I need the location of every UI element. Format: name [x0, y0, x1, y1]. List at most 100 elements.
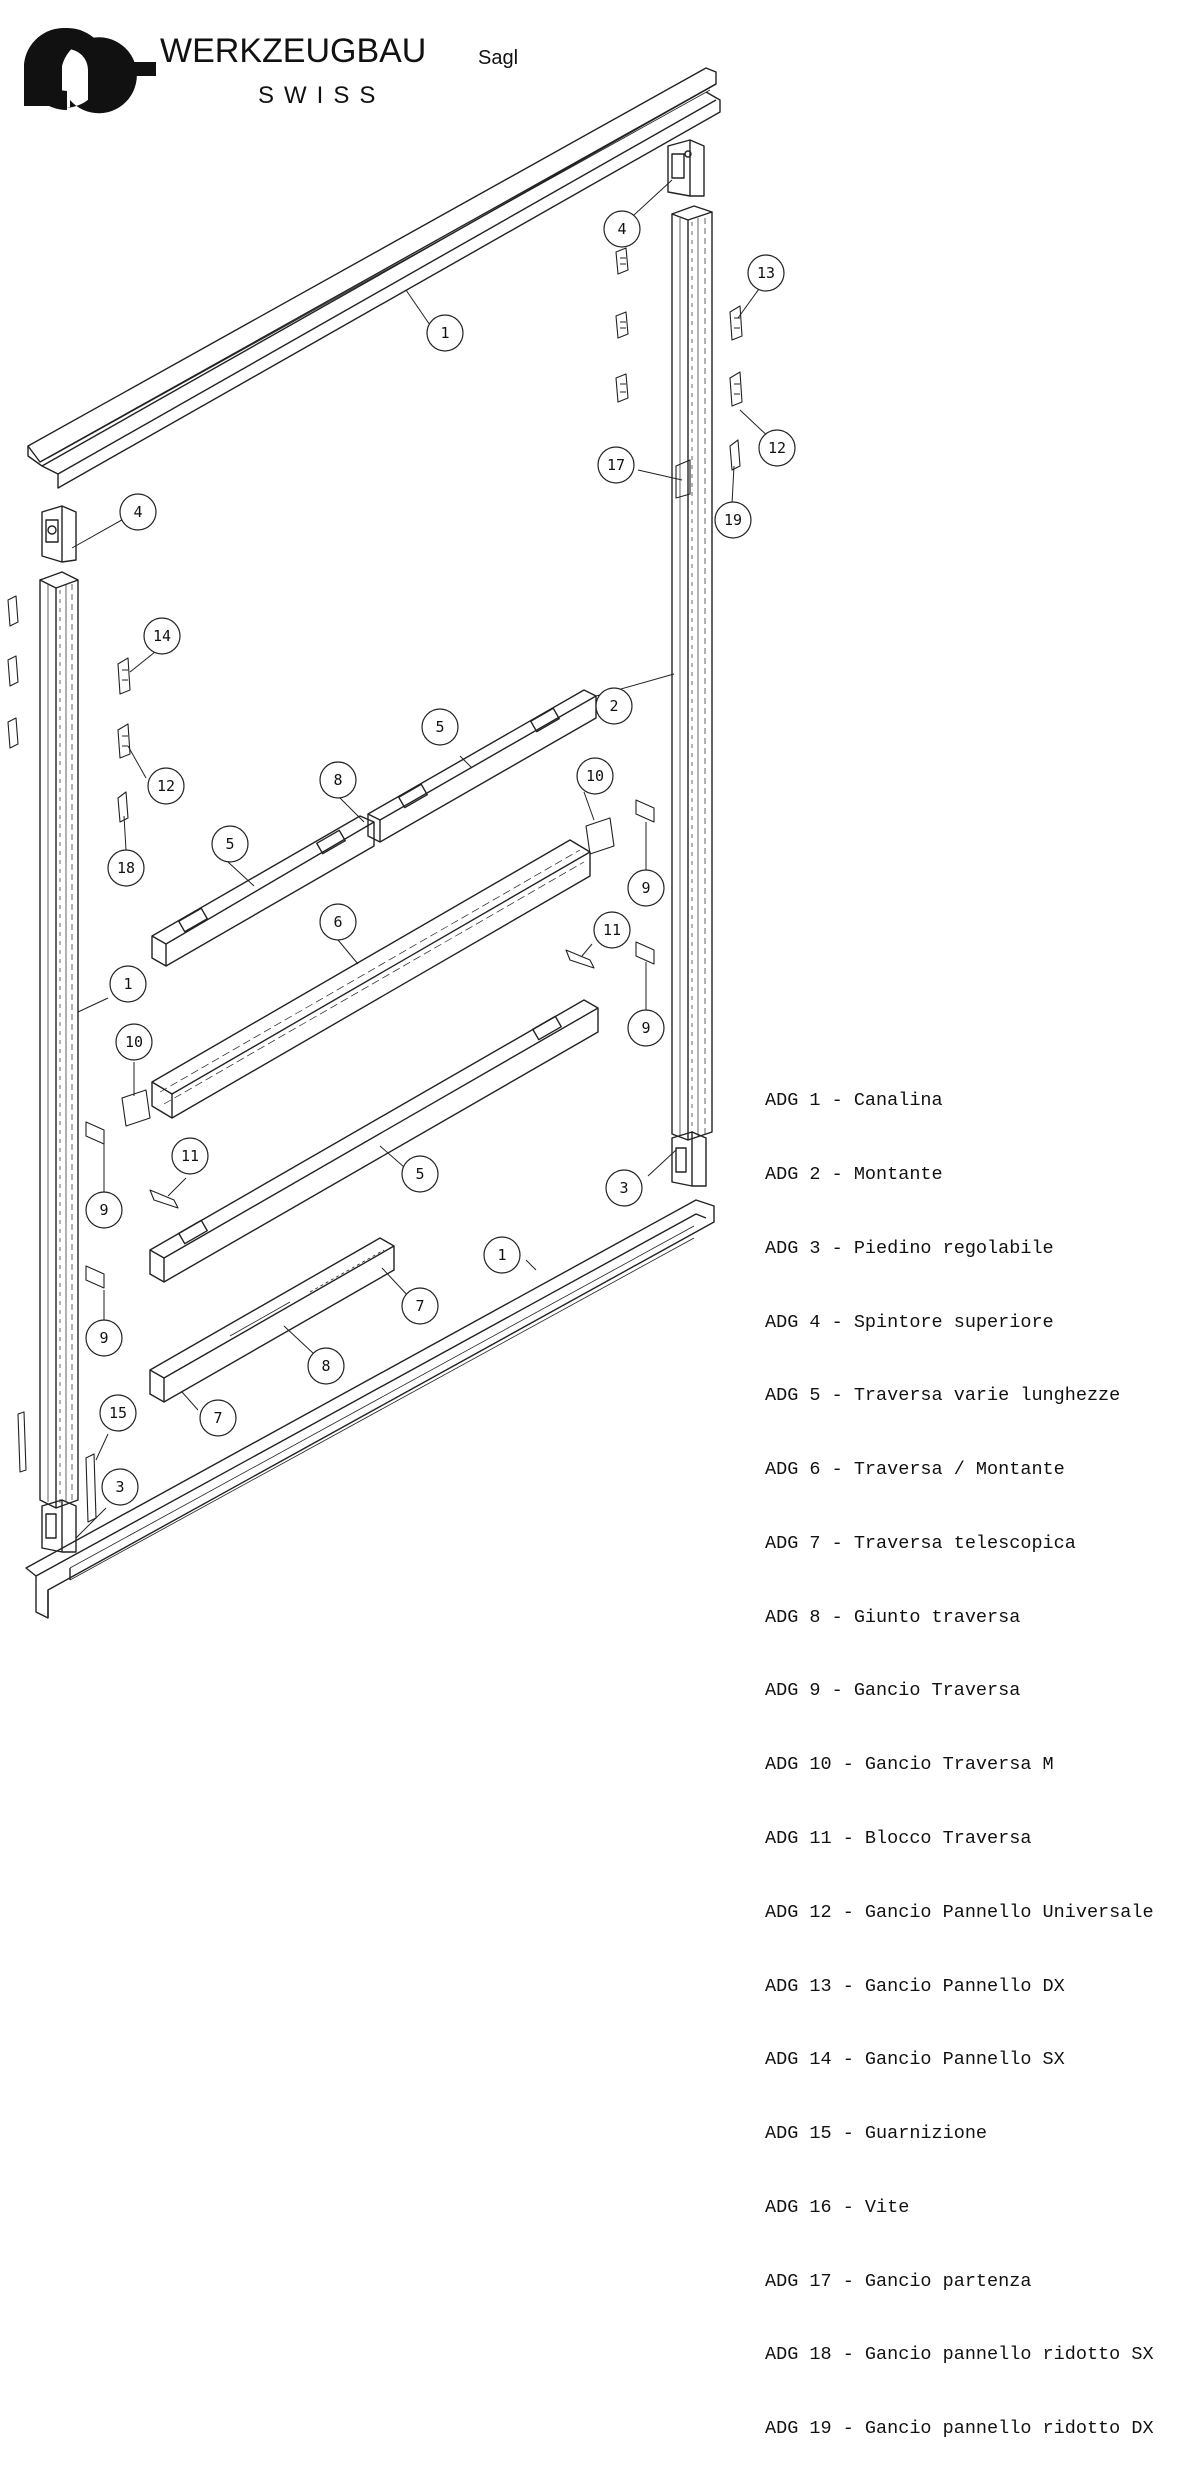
callout-bubble: 1 — [426, 314, 464, 352]
callout-bubble: 14 — [143, 617, 181, 655]
callout-bubble: 4 — [603, 210, 641, 248]
left-upright — [39, 571, 79, 1509]
callout-bubble: 3 — [101, 1468, 139, 1506]
parts-legend: ADG 1 - Canalina ADG 2 - Montante ADG 3 … — [765, 1040, 1154, 2466]
callout-bubble: 5 — [401, 1155, 439, 1193]
callout-bubble: 7 — [401, 1287, 439, 1325]
callout-number: 1 — [440, 324, 449, 342]
callout-circle — [747, 254, 785, 292]
callout-bubble: 2 — [595, 687, 633, 725]
callout-number: 8 — [333, 771, 342, 789]
callout-bubble: 10 — [576, 757, 614, 795]
callout-number: 11 — [181, 1147, 199, 1165]
callout-bubble: 9 — [627, 869, 665, 907]
callout-circle — [483, 1236, 521, 1274]
callout-bubble: 13 — [747, 254, 785, 292]
legend-item: ADG 7 - Traversa telescopica — [765, 1532, 1076, 1554]
legend-item: ADG 2 - Montante — [765, 1163, 943, 1185]
callout-circle — [595, 687, 633, 725]
callout-bubble: 17 — [597, 446, 635, 484]
callout-circle — [627, 1009, 665, 1047]
callout-number: 2 — [609, 697, 618, 715]
legend-item: ADG 4 - Spintore superiore — [765, 1311, 1054, 1333]
callout-bubble: 9 — [85, 1319, 123, 1357]
legend-item: ADG 14 - Gancio Pannello SX — [765, 2049, 1065, 2071]
callout-circle — [603, 210, 641, 248]
callout-number: 10 — [586, 767, 604, 785]
callout-circle — [576, 757, 614, 795]
legend-item: ADG 6 - Traversa / Montante — [765, 1459, 1065, 1481]
callout-bubble: 4 — [119, 493, 157, 531]
callout-bubble: 11 — [593, 911, 631, 949]
callout-circle — [147, 767, 185, 805]
callout-circle — [627, 869, 665, 907]
callout-number: 3 — [115, 1478, 124, 1496]
callout-number: 17 — [607, 456, 625, 474]
callout-number: 9 — [99, 1201, 108, 1219]
callout-number: 4 — [617, 220, 626, 238]
legend-item: ADG 11 - Blocco Traversa — [765, 1828, 1032, 1849]
callout-bubble: 3 — [605, 1169, 643, 1207]
callout-number: 7 — [415, 1297, 424, 1315]
legend-item: ADG 17 - Gancio partenza — [765, 2270, 1032, 2292]
callout-number: 7 — [213, 1409, 222, 1427]
callout-circle — [115, 1023, 153, 1061]
callout-circle — [319, 761, 357, 799]
callout-bubble: 1 — [483, 1236, 521, 1274]
callout-bubble: 12 — [147, 767, 185, 805]
exploded-assembly-drawing: WERKZEUGBAU Sagl SWISS — [7, 28, 796, 1619]
callout-circle — [143, 617, 181, 655]
company-logo: WERKZEUGBAU Sagl SWISS — [24, 28, 518, 114]
callout-number: 8 — [321, 1357, 330, 1375]
crossbar-upright-6 — [151, 839, 591, 1119]
callout-bubble: 7 — [199, 1399, 237, 1437]
callout-circle — [109, 965, 147, 1003]
callout-circle — [99, 1394, 137, 1432]
top-channel — [27, 67, 721, 489]
callout-circle — [401, 1155, 439, 1193]
callout-bubble: 8 — [319, 761, 357, 799]
callout-number: 6 — [333, 913, 342, 931]
crossbar-upper-right — [367, 689, 597, 843]
top-pusher-left — [41, 505, 77, 563]
right-upright — [671, 205, 713, 1141]
callout-bubble: 5 — [211, 825, 249, 863]
legend-item: ADG 13 - Gancio Pannello DX — [765, 1975, 1065, 1997]
legend-item: ADG 5 - Traversa varie lunghezze — [765, 1385, 1121, 1407]
legend-item: ADG 3 - Piedino regolabile — [765, 1237, 1054, 1259]
callout-circle — [107, 849, 145, 887]
callout-circle — [199, 1399, 237, 1437]
crossbar-lower — [149, 999, 599, 1283]
callout-circle — [401, 1287, 439, 1325]
callout-circle — [319, 903, 357, 941]
legend-item: ADG 18 - Gancio pannello ridotto SX — [765, 2344, 1154, 2366]
callout-circle — [426, 314, 464, 352]
callout-number: 13 — [757, 264, 775, 282]
callout-number: 1 — [123, 975, 132, 993]
callout-number: 4 — [133, 503, 142, 521]
legend-item: ADG 8 - Giunto traversa — [765, 1606, 1021, 1628]
top-pusher-right — [667, 139, 705, 197]
small-hooks — [7, 247, 743, 1523]
callout-number: 5 — [435, 718, 444, 736]
callout-bubble: 9 — [85, 1191, 123, 1229]
callout-circle — [171, 1137, 209, 1175]
foot-right — [671, 1131, 707, 1187]
callout-circle — [421, 708, 459, 746]
callout-circle — [593, 911, 631, 949]
callout-circle — [307, 1347, 345, 1385]
legend-item: ADG 16 - Vite — [765, 2196, 910, 2218]
callout-number: 9 — [99, 1329, 108, 1347]
callout-number: 5 — [415, 1165, 424, 1183]
callout-circle — [597, 446, 635, 484]
callout-number: 15 — [109, 1404, 127, 1422]
callout-number: 5 — [225, 835, 234, 853]
callout-circle — [758, 429, 796, 467]
callout-number: 12 — [768, 439, 786, 457]
callout-number: 19 — [724, 511, 742, 529]
callout-bubble: 1 — [109, 965, 147, 1003]
callout-circle — [119, 493, 157, 531]
callout-bubble: 6 — [319, 903, 357, 941]
callout-circle — [101, 1468, 139, 1506]
